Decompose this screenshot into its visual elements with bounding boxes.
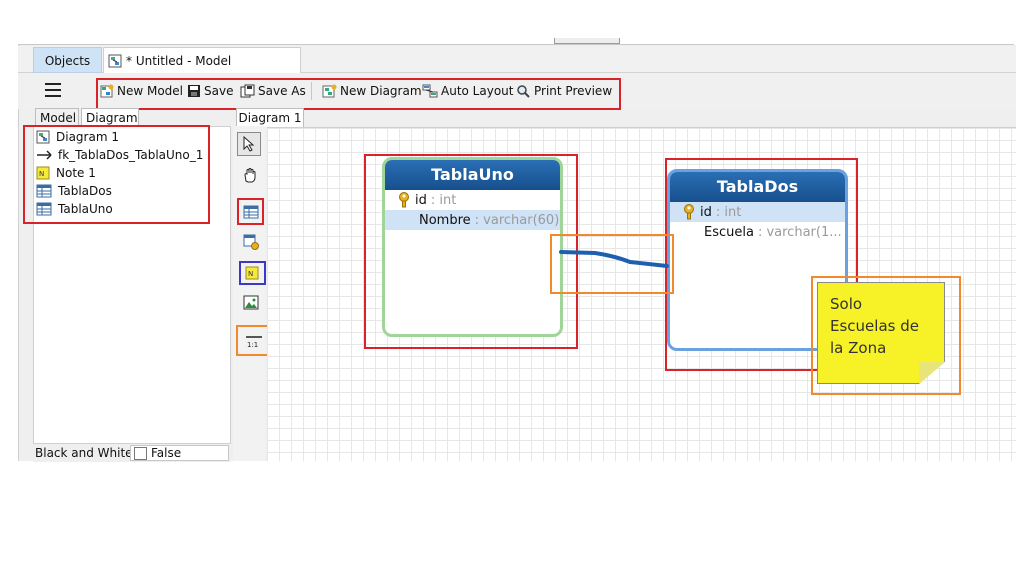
save-as-button[interactable]: Save As (240, 82, 306, 100)
relationship-line[interactable] (555, 240, 675, 280)
black-and-white-checkbox[interactable] (134, 446, 147, 460)
view-icon (243, 234, 259, 250)
pointer-icon (243, 136, 255, 152)
image-tool[interactable] (239, 290, 263, 314)
tab-model-label: * Untitled - Model (126, 53, 232, 68)
svg-text:1:1: 1:1 (247, 341, 258, 348)
relationship-highlight-box (550, 234, 674, 294)
print-preview-label: Print Preview (534, 84, 613, 98)
auto-layout-button[interactable]: Auto Layout (422, 82, 513, 100)
tree-item-diagram[interactable]: Diagram 1 (36, 128, 216, 146)
save-label: Save (204, 84, 234, 98)
diagram-icon (36, 130, 50, 144)
foreign-key-icon (37, 150, 52, 160)
object-tree-panel (33, 126, 231, 444)
tree-item-foreign-key[interactable]: fk_TablaDos_TablaUno_1 (36, 146, 216, 164)
tree-item-tablados[interactable]: TablaDos (36, 182, 216, 200)
save-as-label: Save As (258, 84, 306, 98)
table-icon (243, 205, 258, 218)
tab-diagram-1-label: Diagram 1 (238, 111, 302, 125)
svg-text:N: N (39, 170, 44, 178)
tab-objects-label: Objects (44, 54, 91, 68)
save-button[interactable]: Save (187, 82, 233, 100)
field-name: Escuela (704, 224, 754, 240)
field-name: id (415, 192, 427, 208)
note-text-line: Escuelas de (830, 317, 919, 335)
diagram-icon (108, 54, 122, 67)
auto-layout-icon (422, 84, 438, 97)
field-name: Nombre (419, 212, 471, 228)
table-row[interactable]: id: int (385, 190, 560, 210)
table-header[interactable]: TablaDos (670, 172, 845, 202)
relationship-tool[interactable]: 1:1 (236, 325, 271, 356)
key-icon (399, 192, 409, 208)
tab-objects[interactable]: Objects (33, 47, 102, 73)
view-tool[interactable] (239, 230, 263, 254)
tree-item-label: TablaDos (58, 184, 112, 198)
key-icon (684, 204, 694, 220)
table-row[interactable]: id: int (670, 202, 845, 222)
tree-item-label: Diagram 1 (56, 130, 119, 144)
field-type: : int (430, 192, 457, 208)
table-icon (36, 202, 52, 216)
pan-tool[interactable] (238, 163, 262, 187)
tab-model-panel-label: Model (40, 111, 77, 125)
print-preview-button[interactable]: Print Preview (516, 82, 612, 100)
field-name: id (700, 204, 712, 220)
tree-item-note[interactable]: N Note 1 (36, 164, 216, 182)
tree-item-tablauno[interactable]: TablaUno (36, 200, 216, 218)
table-tablauno[interactable]: TablaUno id: int Nombre: varchar(60) (382, 157, 563, 337)
note-tool[interactable]: N (239, 261, 266, 285)
one-to-one-icon: 1:1 (245, 335, 262, 348)
note-icon: N (36, 166, 50, 180)
diagram-note[interactable]: Solo Escuelas de la Zona (817, 282, 945, 384)
new-diagram-button[interactable]: New Diagram (322, 82, 422, 100)
table-row[interactable]: Nombre: varchar(60) (385, 210, 560, 230)
toolbar-highlight-box (96, 78, 621, 110)
table-icon (36, 184, 52, 198)
tab-model[interactable]: * Untitled - Model (103, 47, 301, 73)
tree-highlight-box (23, 125, 210, 224)
svg-text:N: N (248, 270, 253, 278)
table-tool[interactable] (237, 198, 264, 225)
new-model-label: New Model (117, 84, 184, 98)
new-model-button[interactable]: New Model (100, 82, 183, 100)
tablauno-highlight-box (364, 154, 578, 349)
new-diagram-icon (322, 84, 337, 97)
field-type: : varchar(1... (757, 224, 842, 240)
tab-diagram-panel[interactable]: Diagram (81, 108, 139, 126)
auto-layout-label: Auto Layout (441, 84, 514, 98)
tab-model-panel[interactable]: Model (35, 108, 79, 126)
tab-diagram-panel-label: Diagram (86, 111, 138, 125)
table-row[interactable]: Escuela: varchar(1... (670, 222, 845, 242)
select-tool[interactable] (237, 132, 261, 156)
field-type: : int (715, 204, 742, 220)
field-type: : varchar(60) (474, 212, 560, 228)
tree-item-label: fk_TablaDos_TablaUno_1 (58, 148, 204, 162)
save-icon (188, 85, 200, 97)
window-top-line (18, 44, 1014, 45)
hand-icon (244, 168, 256, 183)
note-icon: N (245, 266, 259, 280)
new-diagram-label: New Diagram (340, 84, 422, 98)
tree-item-label: Note 1 (56, 166, 96, 180)
black-and-white-field[interactable]: False (130, 445, 229, 461)
image-icon (243, 295, 259, 309)
tree-item-label: TablaUno (58, 202, 113, 216)
property-label: Black and White (35, 446, 133, 460)
toolbar-separator (311, 82, 312, 100)
tab-diagram-1[interactable]: Diagram 1 (236, 108, 304, 127)
save-as-icon (240, 84, 255, 97)
table-header[interactable]: TablaUno (385, 160, 560, 190)
window-handle (554, 38, 620, 44)
note-highlight-box (811, 276, 961, 395)
note-text-line: Solo (830, 295, 863, 313)
new-model-icon (100, 84, 114, 98)
menu-icon[interactable] (45, 83, 61, 97)
print-preview-icon (517, 84, 530, 98)
property-value: False (151, 446, 182, 460)
note-text-line: la Zona (830, 339, 887, 357)
